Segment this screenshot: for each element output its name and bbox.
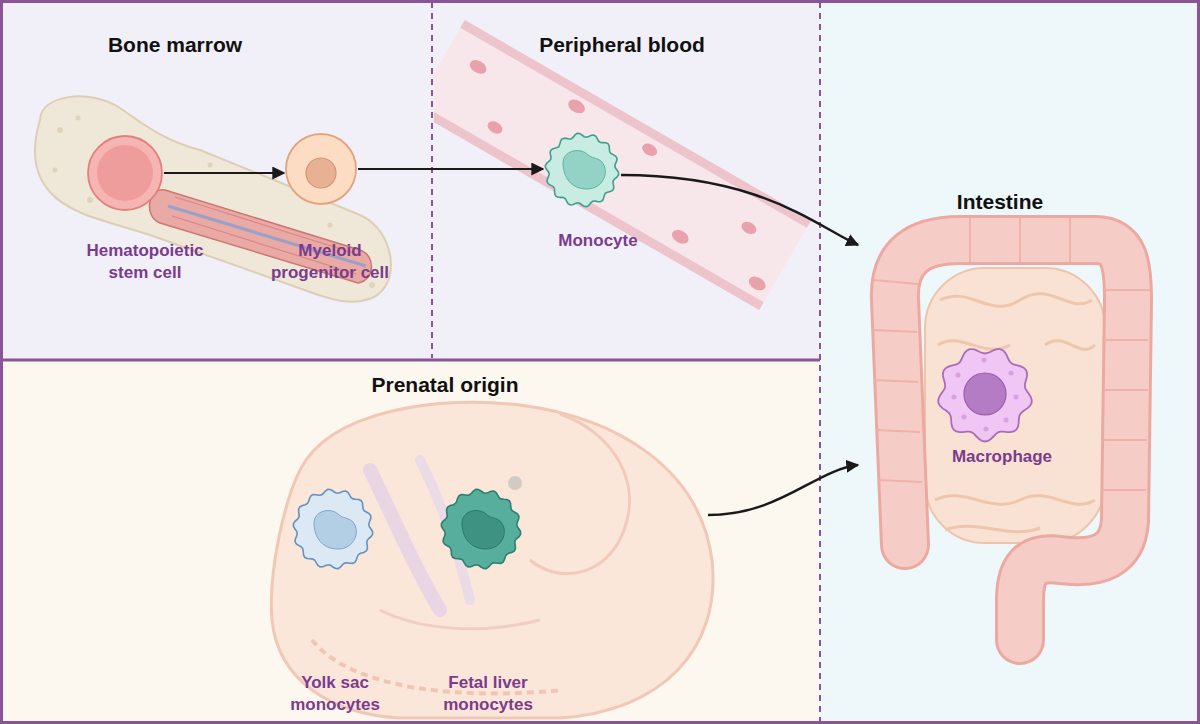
cell-shape [964,373,1006,415]
cell-shape [1014,395,1019,400]
cell-label: Yolk sac monocytes [283,672,387,716]
cell-shape [284,132,358,206]
intestine-illustration [940,294,1092,307]
cell-shape [306,158,336,188]
blood-vessel-illustration [434,20,811,310]
intestine-illustration [873,218,1150,490]
bone-illustration [76,116,81,121]
arrow [164,172,284,174]
bone-illustration [57,127,63,133]
blood-vessel-illustration [485,119,504,137]
panel-borders [819,2,821,722]
cell-shape [984,427,989,432]
panel-borders [431,2,433,358]
cell-label: Fetal liver monocytes [436,672,540,716]
region-panel: Prenatal originYolk sac monocytesFetal l… [268,405,708,717]
cell-shape [956,373,961,378]
cell-node: Yolk sac monocytes [292,488,374,570]
cell-shape [543,131,621,209]
bone-illustration [328,223,333,228]
bone-illustration [53,168,58,173]
embryo-illustration [271,402,713,718]
cell-shape [441,489,520,568]
cell-shape [1004,418,1009,423]
cell-shape [97,145,153,201]
blood-vessel-illustration [434,102,764,310]
bone-illustration [369,282,375,288]
cell-node: Hematopoietic stem cell [86,134,164,212]
cell-shape [563,151,605,189]
panel-heading: Prenatal origin [371,372,518,398]
cell-shape [962,415,967,420]
panel-grounds [820,0,1200,724]
panel-heading: Bone marrow [108,32,242,58]
cell-node: Macrophage [936,345,1034,443]
panel-grounds [0,360,820,724]
blood-vessel-illustration [739,219,758,237]
embryo-illustration [530,414,629,574]
cell-shape [292,488,374,570]
region-panel: IntestineMacrophage [858,222,1150,557]
cell-shape [88,136,162,210]
cell-shape [440,488,522,570]
panel-borders [0,359,820,362]
cell-label: Monocyte [538,230,658,252]
cell-label: Macrophage [937,446,1067,468]
intestine-illustration [1045,341,1095,350]
cell-shape [314,511,356,549]
bone-illustration [208,163,213,168]
blood-vessel-illustration [434,20,811,310]
region-panel: Peripheral bloodMonocyte [432,0,820,360]
intestine-illustration [895,240,1128,640]
cell-shape [293,489,372,568]
cell-node: Myeloid progenitor cell [284,132,358,206]
intestine-illustration [945,526,1040,531]
region-panel: Bone marrowHematopoietic stem cellMyeloi… [0,0,432,360]
intestine-illustration [938,341,1010,350]
cell-label: Myeloid progenitor cell [260,240,400,284]
blood-vessel-illustration [434,20,811,310]
cell-node: Monocyte [543,131,621,209]
arrow [708,465,858,515]
blood-vessel-illustration [640,141,659,159]
intestine-illustration [925,268,1105,543]
cell-label: Hematopoietic stem cell [75,240,215,284]
bone-illustration [87,197,93,203]
cell-shape [545,133,618,206]
blood-vessel-illustration [746,274,768,293]
embryo-illustration [508,476,522,490]
panel-heading: Intestine [957,189,1043,215]
cell-shape [952,395,957,400]
blood-vessel-illustration [566,97,588,116]
arrow [621,175,858,245]
embryo-illustration [271,402,713,718]
cell-shape [936,345,1034,443]
blood-vessel-illustration [467,57,489,76]
intestine-illustration [895,240,1128,640]
intestine-illustration [873,218,1150,640]
intestine-illustration [935,496,1095,505]
panel-heading: Peripheral blood [539,32,705,58]
embryo-illustration [380,610,540,629]
cell-shape [462,511,504,549]
cell-shape [286,134,356,204]
cell-shape [1009,371,1014,376]
cell-node: Fetal liver monocytes [440,488,522,570]
arrow [358,168,543,170]
cell-shape [86,134,164,212]
blood-vessel-illustration [669,227,691,246]
cell-shape [938,349,1032,441]
cell-shape [982,358,987,363]
